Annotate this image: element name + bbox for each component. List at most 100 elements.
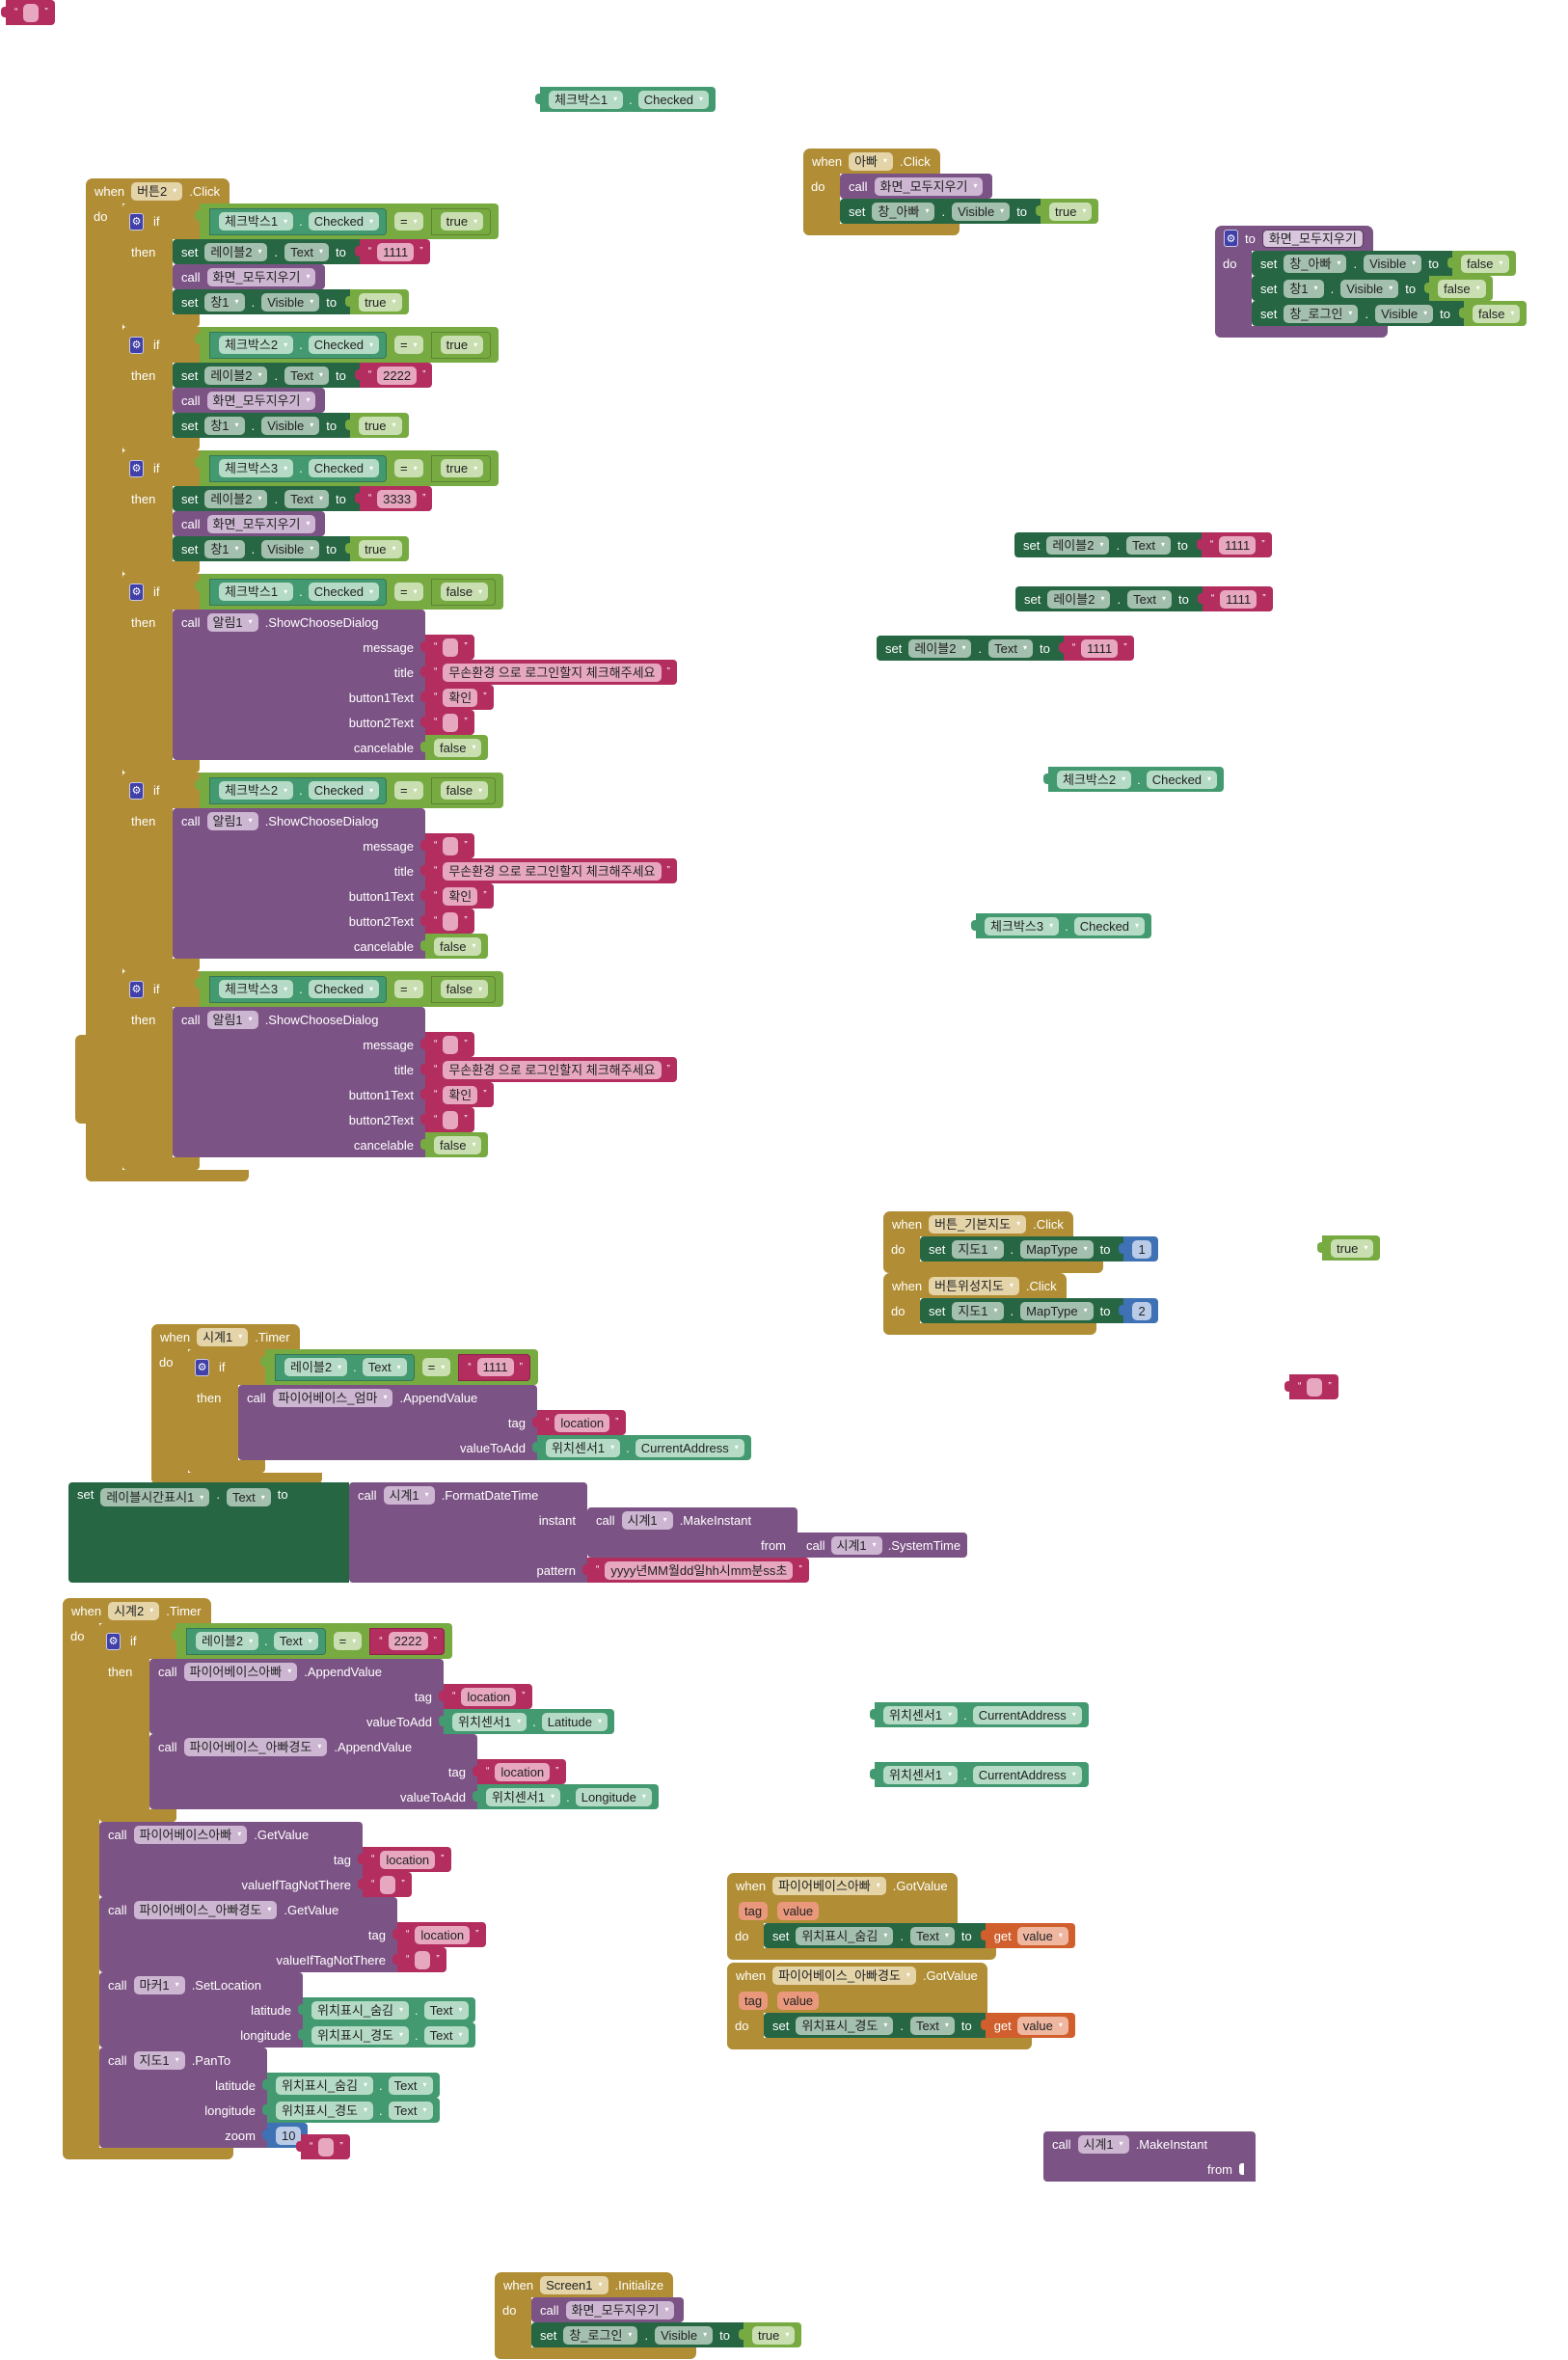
- component-dropdown[interactable]: 레이블2▾: [204, 366, 268, 385]
- component-dropdown[interactable]: 레이블2▾: [196, 1632, 259, 1650]
- property-dropdown[interactable]: Text▾: [273, 1632, 318, 1650]
- empty-socket[interactable]: [1239, 2163, 1244, 2175]
- logic-block[interactable]: false▾: [1446, 251, 1516, 276]
- boolean-dropdown[interactable]: false▾: [434, 738, 482, 757]
- text-block[interactable]: “”: [1, 0, 55, 25]
- component-dropdown[interactable]: 위치센서1▾: [546, 1438, 621, 1457]
- property-dropdown[interactable]: CurrentAddress▾: [972, 1765, 1082, 1784]
- checkbox-getter-block[interactable]: 체크박스2▾.Checked▾: [209, 331, 388, 359]
- boolean-dropdown[interactable]: false▾: [1461, 254, 1509, 273]
- component-getter-block[interactable]: 위치표시_경도▾.Text▾: [262, 2098, 440, 2123]
- component-dropdown[interactable]: 창_로그인▾: [1284, 304, 1359, 323]
- compare-block[interactable]: 체크박스1▾.Checked▾=▾false▾: [194, 574, 504, 610]
- component-dropdown[interactable]: 창_로그인▾: [563, 2325, 638, 2345]
- loose-empty-text-block[interactable]: “”: [1284, 1374, 1338, 1399]
- text-value[interactable]: [380, 1875, 396, 1894]
- boolean-dropdown[interactable]: false▾: [1472, 304, 1521, 323]
- logic-block[interactable]: true▾: [430, 454, 492, 482]
- operator-dropdown[interactable]: =▾: [394, 781, 423, 800]
- sensor-getter-block[interactable]: 위치센서1▾.CurrentAddress▾: [532, 1435, 751, 1460]
- text-value[interactable]: [443, 1110, 459, 1129]
- logic-block[interactable]: true▾: [1035, 199, 1099, 224]
- component-getter-block[interactable]: 위치표시_경도▾.Text▾: [298, 2022, 475, 2048]
- property-dropdown[interactable]: MapType▾: [1020, 1301, 1094, 1320]
- property-dropdown[interactable]: Text▾: [423, 2025, 469, 2045]
- boolean-dropdown[interactable]: true▾: [440, 212, 484, 231]
- component-dropdown[interactable]: 시계1▾: [197, 1327, 249, 1346]
- text-block[interactable]: “”: [420, 635, 474, 660]
- property-dropdown[interactable]: Visible▾: [1364, 254, 1422, 273]
- component-dropdown[interactable]: 레이블2▾: [204, 242, 268, 261]
- text-value[interactable]: [318, 2137, 335, 2157]
- logic-block[interactable]: true▾: [345, 536, 409, 561]
- logic-block[interactable]: false▾: [430, 975, 497, 1003]
- property-dropdown[interactable]: Text▾: [388, 2101, 433, 2120]
- logic-block[interactable]: false▾: [430, 776, 497, 804]
- property-dropdown[interactable]: Text▾: [423, 2000, 469, 2020]
- text-block[interactable]: “확인”: [420, 685, 494, 710]
- text-value[interactable]: [23, 3, 40, 22]
- loose-empty-text-block[interactable]: “”: [296, 2134, 350, 2159]
- notifier-dropdown[interactable]: 알림1▾: [206, 811, 258, 830]
- component-dropdown[interactable]: 위치표시_숨김▾: [311, 2000, 410, 2020]
- component-dropdown[interactable]: 체크박스1▾: [219, 583, 294, 601]
- param-value[interactable]: value: [777, 1901, 820, 1920]
- text-block[interactable]: “”: [420, 1032, 474, 1057]
- component-dropdown[interactable]: 버튼_기본지도▾: [929, 1214, 1027, 1234]
- property-dropdown[interactable]: Longitude▾: [575, 1787, 652, 1806]
- number-block[interactable]: 1: [1119, 1236, 1158, 1261]
- procedure-dropdown[interactable]: 화면_모두지우기▾: [206, 514, 316, 533]
- number-field[interactable]: 1: [1132, 1239, 1151, 1259]
- property-dropdown[interactable]: Text▾: [909, 2016, 955, 2035]
- number-field[interactable]: 10: [276, 2126, 302, 2145]
- component-dropdown[interactable]: 시계2▾: [108, 1601, 160, 1620]
- clock-dropdown[interactable]: 시계1▾: [383, 1485, 435, 1505]
- text-block[interactable]: “location”: [439, 1684, 532, 1709]
- operator-dropdown[interactable]: =▾: [333, 1632, 363, 1650]
- loose-sensor-address-getter[interactable]: 위치센서1▾.CurrentAddress▾: [870, 1762, 1089, 1787]
- text-block[interactable]: “확인”: [420, 883, 494, 909]
- boolean-dropdown[interactable]: true▾: [440, 336, 484, 354]
- checkbox-getter-block[interactable]: 체크박스3▾.Checked▾: [209, 975, 388, 1003]
- component-dropdown[interactable]: 레이블2▾: [1046, 535, 1110, 555]
- checkbox-getter-block[interactable]: 체크박스3▾.Checked▾: [209, 454, 388, 482]
- boolean-dropdown[interactable]: true▾: [359, 539, 402, 558]
- component-dropdown[interactable]: 레이블2▾: [908, 638, 972, 658]
- loose-sensor-address-getter[interactable]: 위치센서1▾.CurrentAddress▾: [870, 1702, 1089, 1727]
- component-getter-block[interactable]: 위치표시_숨김▾.Text▾: [262, 2073, 440, 2098]
- component-getter-block[interactable]: 체크박스2▾.Checked▾: [1042, 767, 1225, 792]
- mutator-gear-icon[interactable]: ⚙: [106, 1632, 121, 1650]
- text-value[interactable]: 2222: [377, 366, 418, 385]
- text-value[interactable]: yyyy년MM월dd일hh시mm분ss초: [605, 1560, 794, 1580]
- operator-dropdown[interactable]: =▾: [394, 336, 423, 354]
- text-value[interactable]: [443, 836, 459, 855]
- text-value[interactable]: location: [554, 1413, 610, 1432]
- firebase-dropdown[interactable]: 파이어베이스아빠▾: [133, 1825, 248, 1844]
- text-value[interactable]: 무손환경 으로 로그인할지 체크해주세요: [443, 861, 662, 881]
